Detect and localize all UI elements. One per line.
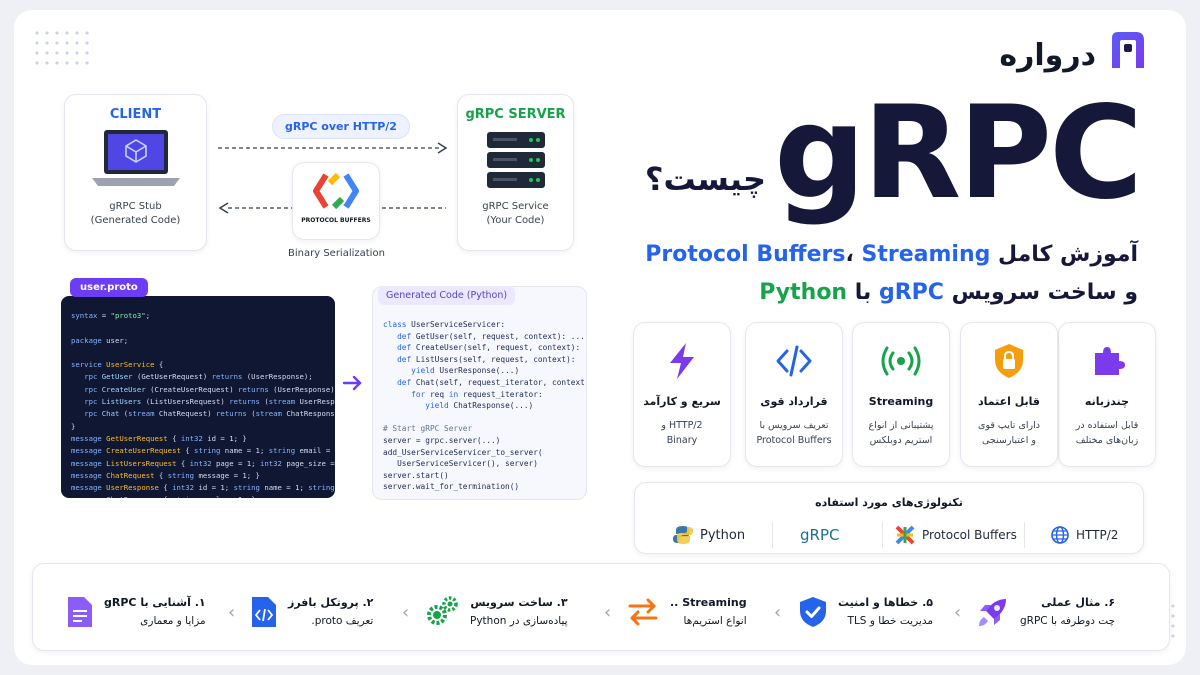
- shield-check-icon: [800, 597, 826, 627]
- chevron-left-icon: ‹: [954, 602, 962, 623]
- tech-label: HTTP/2: [1076, 528, 1119, 542]
- tech-divider: [772, 522, 773, 548]
- arrows-lines: [218, 142, 448, 214]
- server-icon: [486, 132, 545, 188]
- hero-sub-prefix: آموزش کامل: [998, 242, 1138, 267]
- gears-icon: [427, 596, 458, 625]
- hero-sub2-python: Python: [759, 280, 848, 305]
- tech-label: Protocol Buffers: [922, 528, 1017, 542]
- chevron-left-icon: ‹: [228, 602, 236, 623]
- brand-logo-icon: [1112, 32, 1144, 68]
- hero-sub-sep: ،: [845, 242, 854, 267]
- infographic-canvas: درواره gRPC چیست؟ آموزش کامل Protocol Bu…: [14, 10, 1186, 665]
- tech-grpc: gRPC: [800, 520, 839, 550]
- hero-question: چیست؟: [644, 160, 766, 198]
- chevron-left-icon: ‹: [402, 602, 410, 623]
- transport-pill: gRPC over HTTP/2: [272, 114, 410, 139]
- proto-file-tab[interactable]: user.proto: [70, 278, 148, 297]
- protobuf-logo-card: PROTOCOL BUFFERS: [292, 162, 380, 240]
- protobuf-logo-text: PROTOCOL BUFFERS: [301, 217, 371, 224]
- code-icon: [776, 345, 812, 377]
- feature-title: سریع و کارآمد: [643, 395, 721, 408]
- python-code-block: class UserServiceServicer: def GetUser(s…: [372, 286, 587, 500]
- proto-code-block: syntax = "proto3"; package user; service…: [61, 296, 335, 498]
- hero-subtitle-line2: و ساخت سرویس gRPC با Python: [759, 280, 1138, 305]
- puzzle-icon: [1095, 347, 1125, 375]
- tech-label: Python: [700, 527, 746, 543]
- client-card: CLIENT gRPC Stub (Generated Code): [64, 94, 207, 251]
- hero-sub-pb: Protocol Buffers: [645, 242, 846, 267]
- decor-dots-top: [32, 28, 92, 68]
- tech-divider: [882, 522, 883, 548]
- protobuf-small-icon: [895, 525, 915, 545]
- step-4[interactable]: Streaming ..انواع استریم‌ها: [626, 589, 747, 635]
- lightning-icon: [670, 343, 694, 379]
- tech-python: Python: [672, 520, 745, 550]
- swap-arrows-icon: [628, 598, 658, 626]
- client-title: CLIENT: [109, 107, 162, 122]
- hero-sub2-with: با: [854, 280, 872, 305]
- server-card: gRPC SERVER gRPC Service (Your Code): [457, 94, 574, 251]
- feature-title: چندزبانه: [1084, 395, 1130, 408]
- step-text: Streaming ..انواع استریم‌ها: [670, 595, 747, 627]
- tech-label: gRPC: [800, 526, 840, 544]
- hero-title: gRPC: [774, 79, 1143, 228]
- client-sub1: gRPC Stub: [109, 201, 162, 212]
- laptop-icon: [91, 130, 180, 186]
- server-sub1: gRPC Service: [482, 201, 549, 212]
- feature-title: قابل اعتماد: [977, 395, 1041, 408]
- arrow-right-icon: [342, 375, 362, 391]
- hero-subtitle-line1: آموزش کامل Protocol Buffers، Streaming: [645, 242, 1138, 267]
- client-sub2: (Generated Code): [90, 214, 181, 226]
- lock-shield-icon: [995, 344, 1023, 378]
- generated-code-tab[interactable]: Generated Code (Python): [378, 286, 516, 305]
- tech-title: تکنولوژی‌های مورد استفاده: [815, 496, 963, 509]
- chevron-left-icon: ‹: [774, 602, 782, 623]
- feature-title: Streaming: [868, 395, 934, 408]
- tech-protobuf: Protocol Buffers: [894, 520, 1017, 550]
- chevron-left-icon: ‹: [604, 602, 612, 623]
- hero-sub2-prefix: و ساخت سرویس: [951, 280, 1138, 305]
- learning-steps-bar: [32, 563, 1170, 651]
- rocket-icon: [979, 599, 1006, 626]
- globe-icon: [1051, 526, 1069, 544]
- server-title: gRPC SERVER: [465, 107, 566, 122]
- code-file-icon: [252, 597, 276, 627]
- server-sub2: (Your Code): [486, 214, 545, 226]
- python-icon: [673, 526, 693, 544]
- feature-title: قرارداد قوی: [760, 395, 828, 408]
- serialization-label: Binary Serialization: [288, 248, 385, 259]
- hero-sub-streaming: Streaming: [861, 242, 991, 267]
- tech-divider: [1024, 522, 1025, 548]
- document-icon: [68, 597, 92, 627]
- brand-name: درواره: [999, 38, 1096, 73]
- hero-sub2-grpc: gRPC: [878, 280, 944, 305]
- protobuf-logo-icon: [313, 172, 359, 210]
- tech-http2: HTTP/2: [1050, 520, 1118, 550]
- streaming-icon: [881, 346, 921, 376]
